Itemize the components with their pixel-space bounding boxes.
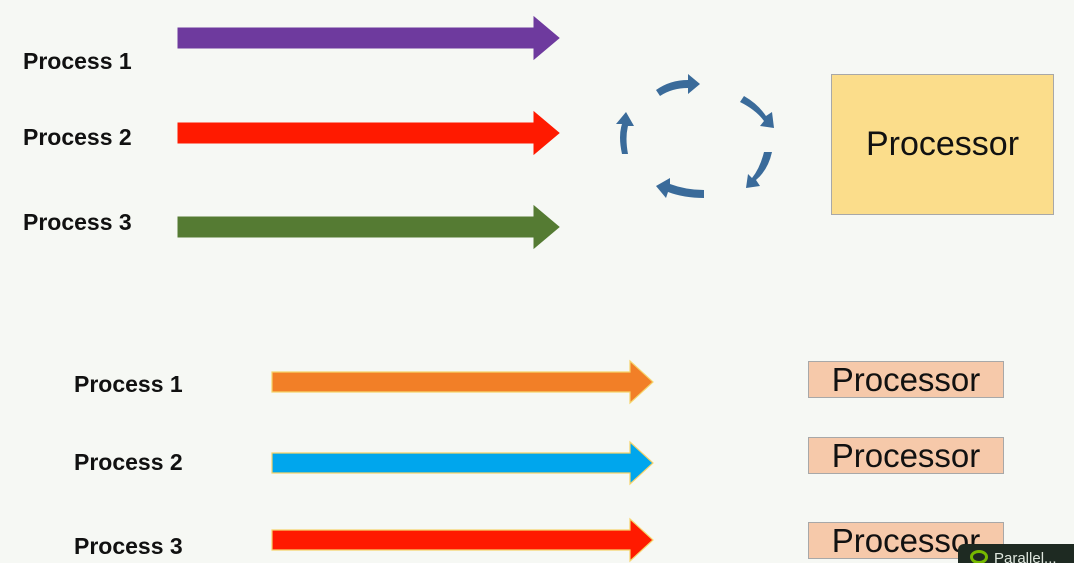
logo-icon bbox=[970, 550, 988, 563]
watermark-badge: Parallel... bbox=[958, 544, 1074, 563]
top-process-arrow-1 bbox=[177, 15, 560, 61]
bottom-process-arrow-1 bbox=[271, 359, 654, 405]
top-process-label-1: Process 1 bbox=[23, 48, 132, 74]
processor-label-3: Processor bbox=[831, 522, 981, 559]
processor-label-1: Processor bbox=[831, 361, 981, 398]
bottom-process-label-1: Process 1 bbox=[74, 371, 183, 397]
processor-box-1: Processor bbox=[808, 361, 1004, 398]
processor-box-3: Processor bbox=[808, 522, 1004, 559]
bottom-process-label-2: Process 2 bbox=[74, 449, 183, 475]
top-process-label-2: Process 2 bbox=[23, 124, 132, 150]
top-process-arrow-2 bbox=[177, 110, 560, 156]
bottom-process-arrow-3 bbox=[271, 517, 654, 563]
bottom-process-label-3: Process 3 bbox=[74, 533, 183, 559]
processor-label: Processor bbox=[865, 125, 1020, 163]
cycle-arrows-icon bbox=[616, 74, 774, 198]
watermark-text: Parallel... bbox=[994, 550, 1057, 563]
top-process-label-3: Process 3 bbox=[23, 209, 132, 235]
processor-label-2: Processor bbox=[831, 437, 981, 474]
bottom-process-arrow-2 bbox=[271, 440, 654, 486]
processor-box-2: Processor bbox=[808, 437, 1004, 474]
processor-box: Processor bbox=[831, 74, 1054, 215]
top-process-arrow-3 bbox=[177, 204, 560, 250]
